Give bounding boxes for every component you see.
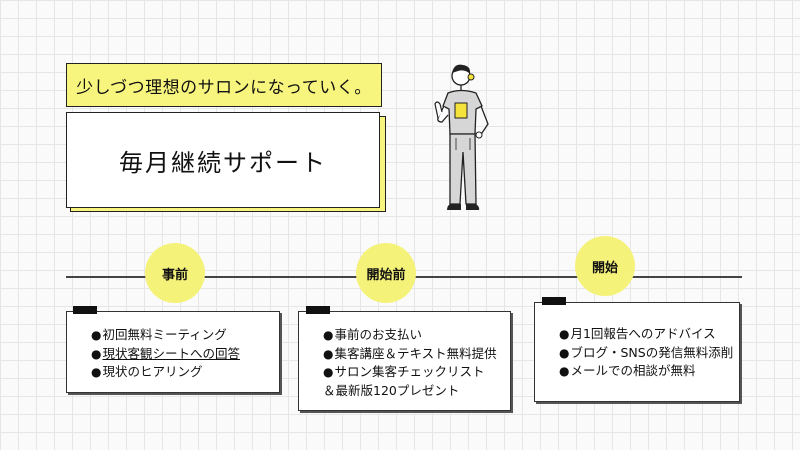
tape-decoration: [306, 306, 330, 314]
list-item: 月1回報告へのアドバイス: [559, 325, 729, 344]
subtitle-banner: 少しづつ理想のサロンになっていく。: [66, 63, 382, 107]
list-item: 現状のヒアリング: [91, 363, 269, 382]
list-item: 初回無料ミーティング: [91, 326, 269, 345]
tape-decoration: [73, 306, 97, 314]
page-title: 毎月継続サポート: [119, 148, 327, 177]
stage-label: 開始前: [366, 267, 406, 283]
list-item: ブログ・SNSの発信無料添削: [559, 344, 733, 363]
stage-label: 開始: [591, 260, 618, 276]
list-item: 事前のお支払い: [323, 326, 500, 345]
tape-decoration: [542, 297, 566, 305]
list-item-continuation: ＆最新版120プレゼント: [323, 382, 460, 398]
list-item: 集客講座＆テキスト無料提供: [323, 345, 500, 364]
stage-dot-pre: 事前: [145, 243, 205, 303]
stage-card-before-start: 事前のお支払い 集客講座＆テキスト無料提供 サロン集客チェックリスト ＆最新版1…: [298, 311, 511, 411]
subtitle-text: 少しづつ理想のサロンになっていく。: [76, 77, 372, 98]
title-box: 毎月継続サポート: [66, 112, 380, 208]
stage-card-start: 月1回報告へのアドバイス ブログ・SNSの発信無料添削 メールでの相談が無料: [534, 302, 740, 402]
list-item: メールでの相談が無料: [559, 362, 729, 381]
stage-dot-before-start: 開始前: [356, 243, 416, 303]
person-thumbs-up-icon: [434, 64, 489, 210]
list-item: サロン集客チェックリスト: [323, 363, 500, 382]
stage-card-pre: 初回無料ミーティング 現状客観シートへの回答 現状のヒアリング: [66, 311, 280, 393]
stage-label: 事前: [161, 267, 188, 283]
stage-dot-start: 開始: [575, 236, 635, 296]
list-item: 現状客観シートへの回答: [91, 345, 269, 364]
